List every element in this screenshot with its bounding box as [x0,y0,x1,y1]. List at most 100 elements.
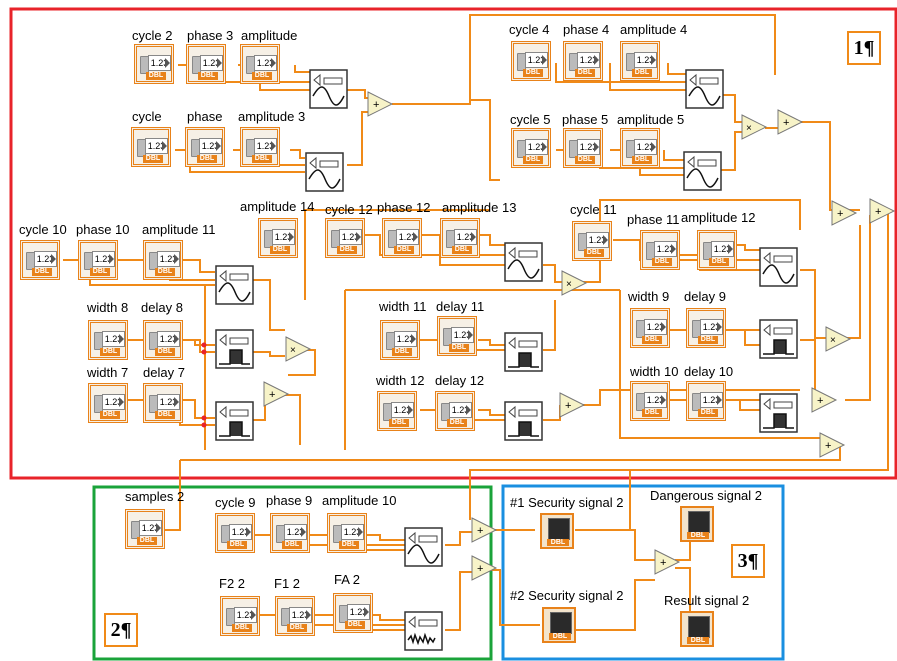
square-generator-9[interactable] [505,333,542,371]
result-signal-graph[interactable]: DBL [680,611,714,647]
dbl-tag: DBL [698,409,718,417]
dangerous-signal-graph[interactable]: DBL [680,506,714,542]
dbl-tag: DBL [227,541,247,549]
square-generator-6[interactable] [216,330,253,368]
sine-generator-2[interactable] [306,153,343,191]
square-generator-12[interactable] [760,320,797,358]
square-generator-13[interactable] [760,394,797,432]
output-arrow-icon [251,610,256,620]
graph-screen [688,511,710,533]
output-arrow-icon [165,58,170,68]
output-arrow-icon [174,334,179,344]
label-delay-11: delay 11 [436,300,484,314]
svg-text:×: × [746,123,752,134]
sine-generator-1[interactable] [310,70,347,108]
noise-generator-15[interactable] [405,612,442,650]
sine-generator-8[interactable] [505,243,542,281]
dbl-tag: DBL [90,268,110,276]
label-amplitude: amplitude [241,29,297,43]
label-amplitude-5: amplitude 5 [617,113,684,127]
dbl-tag: DBL [632,156,652,164]
dbl-tag: DBL [547,539,569,546]
add-op-4: + [870,199,894,223]
security-signal-2-graph[interactable]: DBL [542,607,576,643]
square-generator-10[interactable] [505,402,542,440]
output-arrow-icon [542,55,547,65]
label-phase-4: phase 4 [563,23,609,37]
label-amplitude-14: amplitude 14 [240,200,314,214]
dbl-tag: DBL [32,268,52,276]
output-arrow-icon [466,405,471,415]
output-arrow-icon [301,527,306,537]
add-op-5: + [264,382,288,406]
sine-generator-3[interactable] [686,70,723,108]
sine-generator-5[interactable] [216,266,253,304]
label-width-12: width 12 [376,374,424,388]
sine-generator-14[interactable] [405,528,442,566]
security-signal-1-graph[interactable]: DBL [540,513,574,549]
output-arrow-icon [594,55,599,65]
dbl-tag: DBL [523,156,543,164]
label-fa-2: FA 2 [334,573,360,587]
dbl-tag: DBL [709,258,729,266]
output-arrow-icon [51,254,56,264]
dbl-tag: DBL [287,624,307,632]
add-op-6: + [560,393,584,417]
sine-generator-4[interactable] [684,152,721,190]
label-security-signal-2: #2 Security signal 2 [510,589,623,603]
label-delay-9: delay 9 [684,290,726,304]
label-width-10: width 10 [630,365,678,379]
svg-text:+: + [477,525,483,537]
sine-generator-11[interactable] [760,248,797,286]
label-cycle-11: cycle 11 [570,203,617,217]
multiply-op-2: × [562,271,586,295]
label-phase-12: phase 12 [377,201,431,215]
output-arrow-icon [594,142,599,152]
output-arrow-icon [651,142,656,152]
output-arrow-icon [174,397,179,407]
dbl-tag: DBL [392,348,412,356]
square-generator-7[interactable] [216,402,253,440]
